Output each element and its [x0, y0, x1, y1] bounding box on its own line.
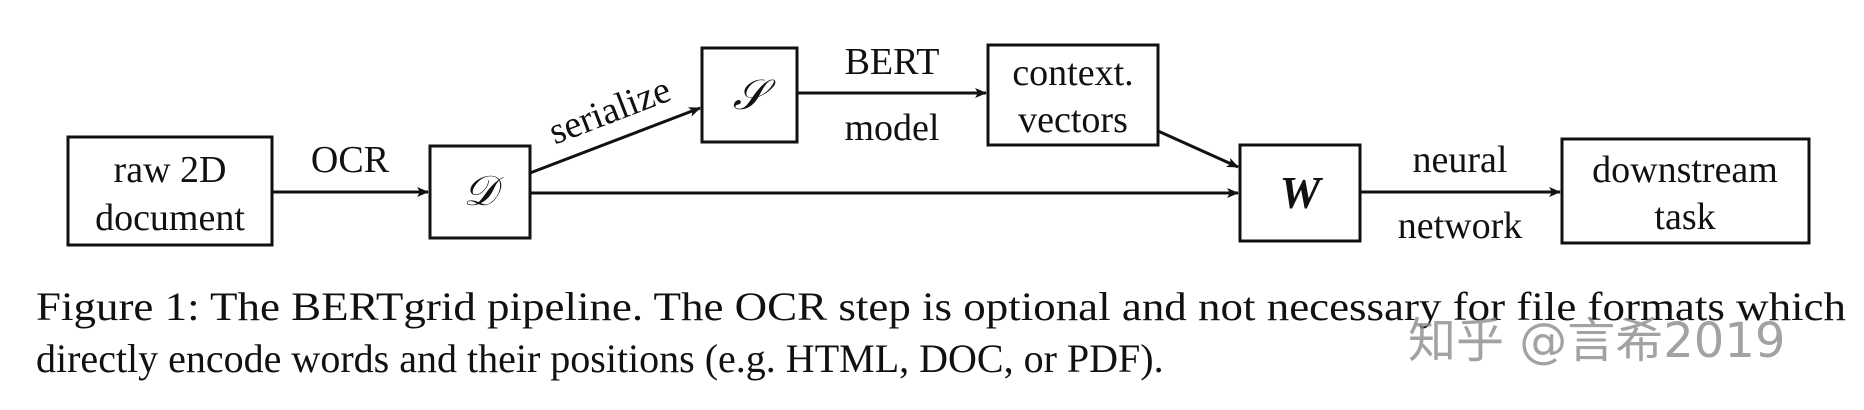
raw-document-line2: document: [95, 197, 245, 239]
context-vectors-line1: context.: [1012, 52, 1133, 94]
edge-serialize-arrow: [529, 106, 701, 175]
watermark-text: 知乎 @言希2019: [1408, 313, 1785, 369]
node-context-vectors: context. vectors: [986, 43, 1160, 147]
context-vectors-line2: vectors: [1018, 99, 1128, 141]
w-symbol: W: [1280, 167, 1324, 218]
node-w: W: [1238, 143, 1362, 243]
raw-document-line1: raw 2D: [114, 149, 227, 191]
caption-line2: directly encode words and their position…: [36, 336, 1164, 381]
node-downstream-task: downstream task: [1560, 137, 1811, 245]
serialize-label: serialize: [543, 69, 676, 154]
edge-context-to-w-arrow: [1157, 129, 1239, 169]
caption-line1: Figure 1: The BERTgrid pipeline. The OCR…: [36, 284, 1846, 329]
network-label: network: [1398, 205, 1523, 247]
node-s: 𝒮: [700, 46, 799, 144]
neural-label: neural: [1413, 139, 1508, 181]
node-raw-2d-document: raw 2D document: [66, 135, 274, 247]
bert-label: BERT: [845, 41, 940, 83]
downstream-task-line1: downstream: [1592, 149, 1778, 191]
model-label: model: [845, 107, 940, 149]
node-d: 𝒟: [428, 144, 532, 240]
downstream-task-line2: task: [1654, 196, 1715, 238]
ocr-label: OCR: [311, 139, 390, 181]
